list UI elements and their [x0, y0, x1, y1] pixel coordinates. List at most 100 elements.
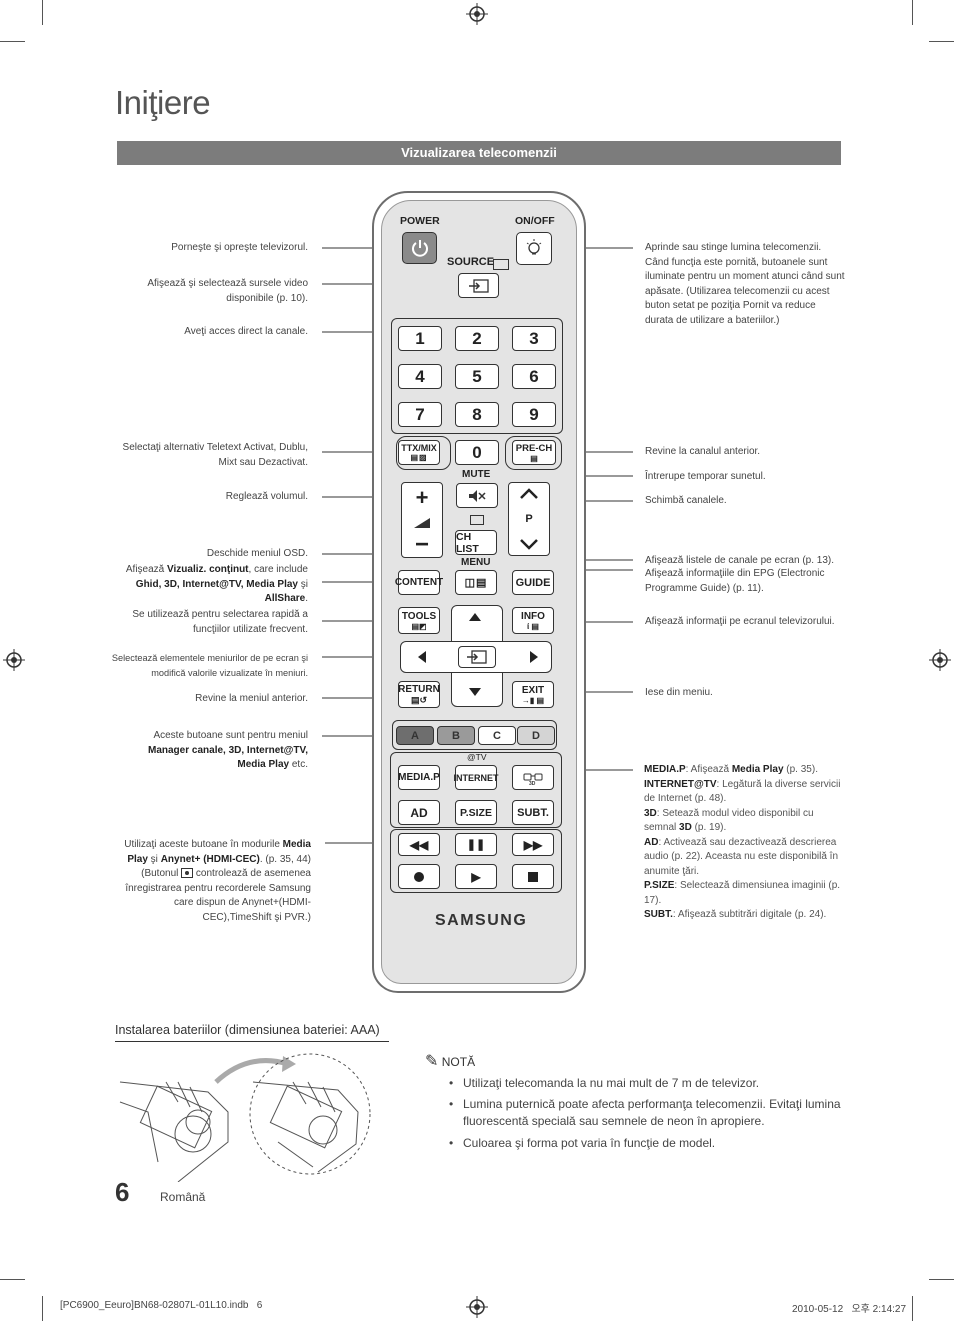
menu-button[interactable]: ◫▤ [455, 570, 497, 595]
power-button[interactable] [402, 232, 437, 264]
color-c-button[interactable]: C [478, 726, 516, 745]
digit-5-button[interactable]: 5 [455, 364, 499, 389]
chevron-down-icon [520, 539, 538, 550]
color-b-button[interactable]: B [437, 726, 475, 745]
callout-chlist: Afişează listele de canale pe ecran (p. … [645, 555, 834, 566]
channel-rocker[interactable]: P [508, 482, 550, 556]
digit-8-button[interactable]: 8 [455, 402, 499, 427]
crop-mark [0, 1279, 25, 1280]
footer-file: [PC6900_Eeuro]BN68-02807L-01L10.indb 6 [60, 1300, 263, 1311]
callout-playback: Utilizaţi aceste butoane în modurile Med… [124, 839, 311, 923]
pause-icon: ❚❚ [466, 839, 486, 851]
volume-rocker[interactable]: + − [401, 482, 443, 558]
samsung-logo: SAMSUNG [435, 912, 528, 929]
3d-button[interactable]: 3D [512, 765, 554, 790]
callout-navigation: Selectează elementele meniurilor de pe e… [111, 653, 308, 678]
pre-ch-button[interactable]: PRE-CH▤ [512, 440, 556, 465]
rewind-button[interactable]: ◀◀ [398, 833, 440, 856]
source-label-icon [493, 259, 509, 270]
crop-mark [42, 0, 43, 25]
exit-button[interactable]: EXIT→▮ ▤ [512, 681, 554, 708]
digit-6-button[interactable]: 6 [512, 364, 556, 389]
callout-volume: Reglează volumul. [225, 491, 308, 502]
callout-media-keys: MEDIA.P: Afişează Media Play (p. 35). IN… [644, 764, 841, 920]
language-label: Română [160, 1190, 206, 1204]
fast-forward-icon: ▶▶ [523, 837, 543, 852]
chevron-up-icon [520, 488, 538, 499]
p-size-button[interactable]: P.SIZE [455, 800, 497, 825]
heading-underline [115, 1041, 389, 1042]
tools-button[interactable]: TOOLS▤◩ [398, 607, 440, 634]
subt-button[interactable]: SUBT. [512, 800, 554, 825]
media-group [390, 752, 562, 828]
callout-light: Aprinde sau stinge lumina telecomenzii. … [645, 242, 845, 326]
callout-guide: Afişează informaţiile din EPG (Electroni… [645, 568, 825, 594]
digit-0-button[interactable]: 0 [455, 440, 499, 465]
callout-source: Afişează şi selectează sursele video dis… [147, 278, 308, 304]
digit-1-button[interactable]: 1 [398, 326, 442, 351]
callout-numbers: Aveţi acces direct la canale. [184, 326, 308, 337]
ttx-mix-button[interactable]: TTX/MIX▤▨ [398, 440, 440, 465]
enter-button[interactable] [458, 646, 496, 668]
digit-4-button[interactable]: 4 [398, 364, 442, 389]
light-button[interactable] [516, 232, 552, 265]
info-icon: ί ▤ [526, 621, 539, 631]
note-item: Lumina puternică poate afecta performanţ… [449, 1096, 843, 1130]
arrow-down-icon[interactable] [469, 688, 481, 696]
crop-mark [42, 1296, 43, 1321]
callout-content: Afişează Vizualiz. conţinut, care includ… [125, 564, 308, 604]
tools-icon: ▤◩ [411, 621, 427, 631]
menu-icon: ◫▤ [464, 577, 488, 589]
ad-button[interactable]: AD [398, 800, 440, 825]
return-button[interactable]: RETURN▤↺ [398, 681, 440, 708]
callout-power: Porneşte şi opreşte televizorul. [171, 242, 308, 253]
at-tv-label: @TV [467, 752, 487, 762]
footer-date: 2010-05-12 오후 2:14:27 [792, 1304, 907, 1315]
crop-mark [0, 41, 25, 42]
arrow-left-icon[interactable] [418, 651, 426, 663]
callout-channel: Schimbă canalele. [645, 495, 727, 506]
page-title: Iniţiere [115, 84, 211, 121]
battery-heading: Instalarea bateriilor (dimensiunea bater… [115, 1023, 380, 1037]
source-button[interactable] [458, 273, 499, 298]
internet-button[interactable]: INTERNET [454, 765, 499, 790]
record-button-icon [181, 868, 194, 879]
callout-color-buttons: Aceste butoane sunt pentru meniul Manage… [148, 730, 308, 770]
page-number: 6 [115, 1177, 130, 1207]
pencil-note-icon: ✎ [425, 1053, 439, 1070]
digit-7-button[interactable]: 7 [398, 402, 442, 427]
ch-list-button[interactable]: CH LIST [455, 530, 497, 555]
volume-level-icon [414, 518, 430, 528]
play-button[interactable]: ▶ [455, 864, 497, 889]
digit-2-button[interactable]: 2 [455, 326, 499, 351]
digit-3-button[interactable]: 3 [512, 326, 556, 351]
arrow-up-icon[interactable] [469, 613, 481, 621]
pause-button[interactable]: ❚❚ [455, 833, 497, 856]
guide-button[interactable]: GUIDE [512, 570, 554, 595]
stop-button[interactable] [512, 864, 554, 889]
teletext-index-icon [470, 515, 484, 525]
arrow-right-icon[interactable] [530, 651, 538, 663]
media-p-button[interactable]: MEDIA.P [398, 765, 440, 790]
color-d-button[interactable]: D [517, 726, 555, 745]
mute-label: MUTE [462, 469, 491, 480]
menu-label: MENU [461, 557, 491, 568]
callout-return: Revine la meniul anterior. [195, 693, 308, 704]
note-item: Utilizaţi telecomanda la nu mai mult de … [449, 1075, 843, 1092]
content-button[interactable]: CONTENT [395, 570, 443, 595]
source-label: SOURCE [447, 256, 495, 268]
crop-mark [912, 0, 913, 25]
registration-mark-icon [466, 3, 488, 25]
fast-forward-button[interactable]: ▶▶ [512, 833, 554, 856]
channel-label: P [525, 513, 533, 525]
mute-button[interactable] [456, 483, 498, 508]
return-icon: ▤↺ [410, 694, 428, 705]
record-icon [414, 871, 424, 882]
callout-prech: Revine la canalul anterior. [645, 446, 761, 457]
record-button[interactable] [398, 864, 440, 889]
digit-9-button[interactable]: 9 [512, 402, 556, 427]
teletext-icon: ▤▨ [410, 453, 428, 462]
crop-mark [912, 1296, 913, 1321]
color-a-button[interactable]: A [396, 726, 434, 745]
